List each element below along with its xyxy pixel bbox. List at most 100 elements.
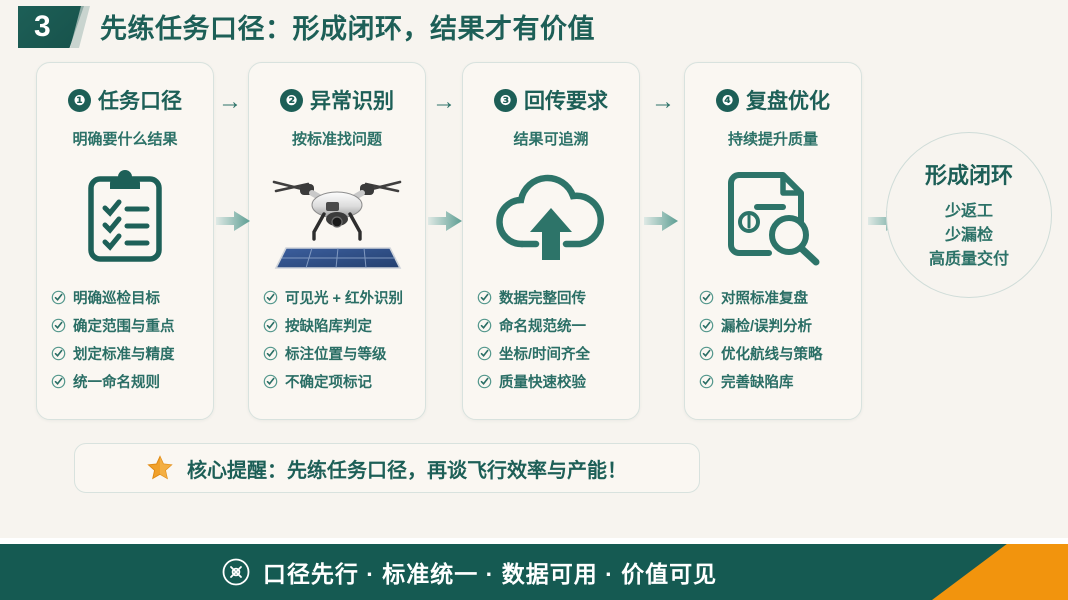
card-subtitle: 结果可追溯 (513, 131, 589, 148)
footer-separator (0, 538, 1068, 544)
page-title: 先练任务口径：形成闭环，结果才有价值 (100, 14, 595, 44)
check-circle-icon (699, 374, 714, 388)
check-circle-icon (477, 318, 492, 332)
list-item-label: 划定标准与精度 (73, 346, 175, 363)
check-circle-icon (51, 290, 66, 304)
card-data-upload[interactable]: ❸ 回传要求 结果可追溯 数据完整回传 命名规范统一 (462, 62, 640, 420)
document-magnifier-icon (728, 172, 820, 266)
card-title: 回传要求 (524, 90, 608, 113)
list-item: 不确定项标记 (263, 367, 425, 395)
card-checklist: 明确巡检目标 确定范围与重点 划定标准与精度 统一命名规则 (37, 283, 213, 395)
card-illustration (37, 157, 213, 275)
card-illustration (249, 157, 425, 275)
list-item: 划定标准与精度 (51, 339, 213, 367)
list-item-label: 质量快速校验 (499, 374, 586, 391)
list-item: 优化航线与策略 (699, 339, 861, 367)
card-illustration (685, 157, 861, 275)
result-title: 形成闭环 (924, 163, 1013, 188)
card-header: ❸ 回传要求 (463, 85, 639, 115)
drone-badge-icon (222, 558, 250, 586)
flow-arrow-top: → (651, 88, 675, 115)
flow-arrow-gradient (216, 211, 250, 231)
list-item: 完善缺陷库 (699, 367, 861, 395)
star-icon (147, 455, 173, 480)
list-item-label: 明确巡检目标 (73, 290, 160, 307)
result-line: 少漏检 (944, 227, 993, 244)
check-circle-icon (51, 374, 66, 388)
list-item-label: 确定范围与重点 (73, 318, 175, 335)
check-circle-icon (263, 374, 278, 388)
check-circle-icon (699, 290, 714, 304)
list-item: 确定范围与重点 (51, 311, 213, 339)
check-circle-icon (51, 346, 66, 360)
list-item: 按缺陷库判定 (263, 311, 425, 339)
list-item: 标注位置与等级 (263, 339, 425, 367)
card-title: 异常识别 (310, 90, 394, 113)
list-item: 坐标/时间齐全 (477, 339, 639, 367)
list-item: 命名规范统一 (477, 311, 639, 339)
list-item-label: 对照标准复盘 (721, 290, 808, 307)
process-cards: ❶ 任务口径 明确要什么结果 (36, 62, 902, 422)
card-title: 复盘优化 (746, 90, 830, 113)
list-item-label: 漏检/误判分析 (721, 318, 813, 335)
list-item: 漏检/误判分析 (699, 311, 861, 339)
check-circle-icon (51, 318, 66, 332)
clipboard-checklist-icon (88, 170, 162, 262)
cloud-upload-icon (496, 174, 604, 260)
check-circle-icon (699, 346, 714, 360)
card-title: 任务口径 (98, 90, 182, 113)
card-checklist: 可见光 + 红外识别 按缺陷库判定 标注位置与等级 不确定项标记 (249, 283, 425, 395)
check-circle-icon (477, 374, 492, 388)
card-number-badge: ❷ (280, 88, 303, 112)
check-circle-icon (477, 290, 492, 304)
card-anomaly-detection[interactable]: ❷ 异常识别 按标准找问题 (248, 62, 426, 420)
list-item-label: 坐标/时间齐全 (499, 346, 591, 363)
list-item: 可见光 + 红外识别 (263, 283, 425, 311)
list-item-label: 可见光 + 红外识别 (285, 290, 404, 307)
card-illustration (463, 157, 639, 275)
card-header: ❷ 异常识别 (249, 85, 425, 115)
list-item: 数据完整回传 (477, 283, 639, 311)
card-number-badge: ❸ (494, 88, 517, 112)
list-item-label: 优化航线与策略 (721, 346, 823, 363)
drone-over-solar-panel-photo (272, 180, 402, 269)
list-item-label: 命名规范统一 (499, 318, 586, 335)
list-item-label: 完善缺陷库 (721, 374, 794, 391)
result-line: 少返工 (944, 203, 993, 220)
list-item-label: 数据完整回传 (499, 290, 586, 307)
check-circle-icon (263, 346, 278, 360)
result-circle: 形成闭环 少返工 少漏检 高质量交付 (886, 132, 1052, 298)
list-item-label: 按缺陷库判定 (285, 318, 372, 335)
list-item-label: 不确定项标记 (285, 374, 372, 391)
card-subtitle: 按标准找问题 (291, 131, 382, 148)
header: 3 先练任务口径：形成闭环，结果才有价值 (0, 0, 1068, 52)
list-item: 统一命名规则 (51, 367, 213, 395)
check-circle-icon (263, 290, 278, 304)
card-task-scope[interactable]: ❶ 任务口径 明确要什么结果 (36, 62, 214, 420)
card-header: ❶ 任务口径 (37, 85, 213, 115)
card-review-optimization[interactable]: ❹ 复盘优化 持续提升质量 对照标准复盘 (684, 62, 862, 420)
list-item: 对照标准复盘 (699, 283, 861, 311)
reminder-text: 核心提醒：先练任务口径，再谈飞行效率与产能！ (187, 459, 627, 482)
flow-arrow-gradient (644, 211, 678, 231)
footer-bar: 口径先行 · 标准统一 · 数据可用 · 价值可见 (0, 544, 1068, 600)
card-header: ❹ 复盘优化 (685, 85, 861, 115)
flow-arrow-gradient (428, 211, 462, 231)
list-item-label: 统一命名规则 (73, 374, 160, 391)
card-number-badge: ❹ (716, 88, 739, 112)
check-circle-icon (477, 346, 492, 360)
card-number-badge: ❶ (68, 88, 91, 112)
flow-arrow-top: → (432, 88, 456, 115)
footer-text: 口径先行 · 标准统一 · 数据可用 · 价值可见 (262, 561, 718, 587)
card-subtitle: 明确要什么结果 (72, 131, 178, 148)
flow-arrow-top: → (218, 88, 242, 115)
footer-content: 口径先行 · 标准统一 · 数据可用 · 价值可见 (0, 544, 1068, 600)
list-item: 明确巡检目标 (51, 283, 213, 311)
card-checklist: 对照标准复盘 漏检/误判分析 优化航线与策略 完善缺陷库 (685, 283, 861, 395)
result-line: 高质量交付 (928, 251, 1009, 268)
card-checklist: 数据完整回传 命名规范统一 坐标/时间齐全 质量快速校验 (463, 283, 639, 395)
core-reminder-banner: 核心提醒：先练任务口径，再谈飞行效率与产能！ (74, 443, 700, 493)
check-circle-icon (699, 318, 714, 332)
check-circle-icon (263, 318, 278, 332)
